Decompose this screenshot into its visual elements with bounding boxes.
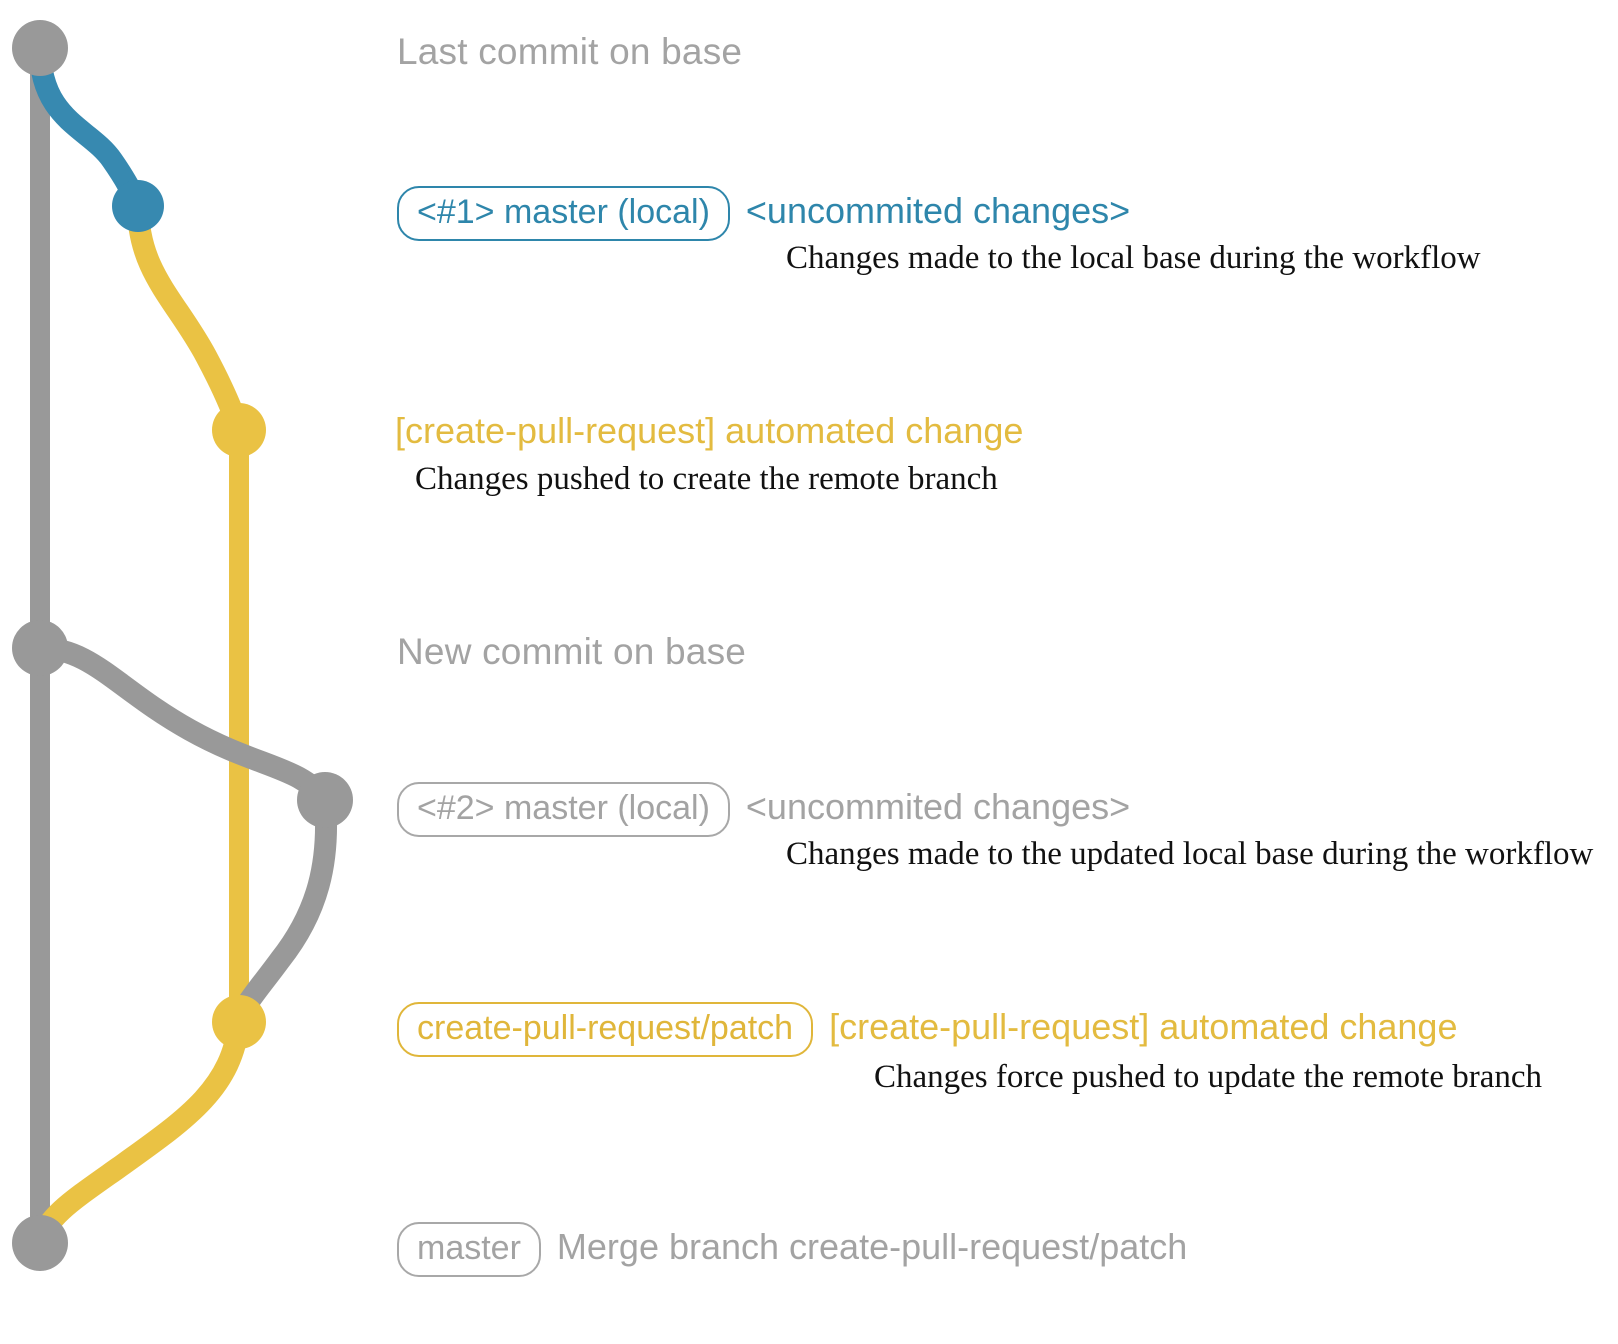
node-local-2[interactable] — [297, 772, 353, 828]
row-last-commit-on-base: Last commit on base — [397, 31, 742, 73]
edge-basenew-to-local2 — [29, 637, 336, 811]
badge-master[interactable]: master — [397, 1222, 541, 1277]
row-merge-commit: master Merge branch create-pull-request/… — [397, 1222, 1187, 1277]
row-commit-1-local: <#1> master (local) <uncommited changes> — [397, 186, 1130, 241]
note-commit-2-force-pushed: Changes force pushed to update the remot… — [874, 1059, 1543, 1095]
edge-local1-to-patch1 — [127, 195, 250, 441]
git-graph — [12, 20, 353, 1271]
node-base-new[interactable] — [12, 620, 68, 676]
row-commit-1-pushed: [create-pull-request] automated change — [395, 413, 1023, 449]
subject-commit-2: <uncommited changes> — [745, 786, 1131, 827]
heading-new-commit-on-base: New commit on base — [397, 631, 747, 672]
subject-commit-2-force-pushed: [create-pull-request] automated change — [829, 1006, 1458, 1047]
note-commit-1: Changes made to the local base during th… — [786, 240, 1481, 276]
badge-wrap-patch: create-pull-request/patch — [397, 1002, 814, 1057]
badge-wrap-commit-1: <#1> master (local) — [397, 186, 730, 241]
badge-master-local-2[interactable]: <#2> master (local) — [397, 782, 730, 837]
badge-wrap-master: master — [397, 1222, 541, 1277]
node-local-1[interactable] — [112, 180, 164, 232]
row-commit-2-force-pushed: create-pull-request/patch [create-pull-r… — [397, 1002, 1457, 1057]
note-commit-1-pushed: Changes pushed to create the remote bran… — [415, 461, 998, 497]
heading-last-commit-on-base: Last commit on base — [397, 31, 743, 72]
node-patch-1[interactable] — [212, 403, 266, 457]
subject-commit-1: <uncommited changes> — [745, 190, 1131, 231]
edge-patch2-to-merge — [29, 1011, 250, 1254]
node-patch-2[interactable] — [212, 995, 266, 1049]
badge-create-pull-request-patch[interactable]: create-pull-request/patch — [397, 1002, 814, 1057]
badge-wrap-commit-2: <#2> master (local) — [397, 782, 730, 837]
node-base-top[interactable] — [12, 20, 68, 76]
edge-local2-to-patch2 — [228, 789, 338, 1033]
badge-master-local-1[interactable]: <#1> master (local) — [397, 186, 730, 241]
subject-commit-1-pushed: [create-pull-request] automated change — [395, 410, 1024, 451]
row-new-commit-on-base: New commit on base — [397, 631, 746, 673]
subject-merge-commit: Merge branch create-pull-request/patch — [556, 1226, 1188, 1267]
node-merge[interactable] — [12, 1215, 68, 1271]
note-commit-2: Changes made to the updated local base d… — [786, 836, 1594, 872]
row-commit-2-local: <#2> master (local) <uncommited changes> — [397, 782, 1130, 837]
